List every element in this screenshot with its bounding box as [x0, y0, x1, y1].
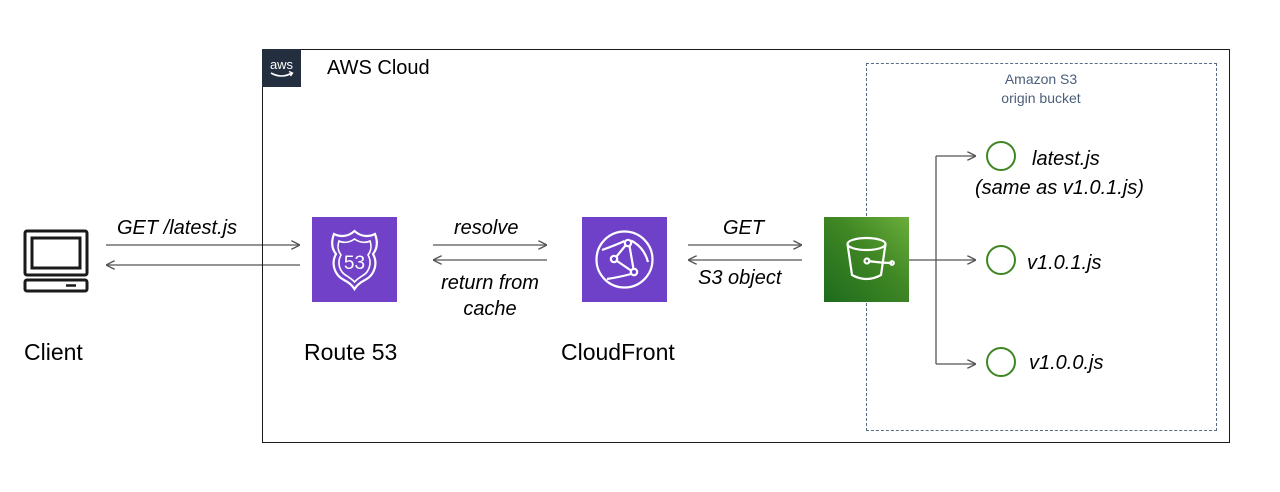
cloudfront-label: CloudFront: [561, 339, 675, 365]
route53-label: Route 53: [304, 339, 398, 365]
aws-cloud-title: AWS Cloud: [327, 57, 430, 79]
s3-group-title-line1: Amazon S3: [1004, 71, 1078, 87]
s3-group-title-line2: origin bucket: [1001, 90, 1081, 106]
edge-label-get: GET: [723, 217, 765, 239]
edge-label-get-latest: GET /latest.js: [117, 217, 238, 239]
edge-label-s3-object: S3 object: [698, 267, 782, 289]
object-note-latest: (same as v1.0.1.js): [975, 177, 1144, 199]
s3-object-icon: [986, 347, 1016, 377]
edge-label-return-line2: cache: [463, 298, 517, 320]
s3-group-title: Amazon S3 origin bucket: [966, 70, 1116, 108]
object-label-latest: latest.js: [1032, 148, 1100, 170]
cloudfront-globe-icon: [582, 217, 667, 302]
edge-label-return-line1: return from: [441, 272, 539, 294]
edge-label-resolve: resolve: [454, 217, 519, 239]
s3-bucket-icon: [824, 217, 909, 302]
aws-logo-icon: aws: [262, 49, 301, 87]
s3-object-icon: [986, 245, 1016, 275]
edge-label-return-from-cache: return from cache: [432, 270, 548, 322]
aws-cloud-group: [262, 49, 1230, 443]
object-label-v101: v1.0.1.js: [1027, 252, 1102, 274]
object-label-v100: v1.0.0.js: [1029, 352, 1104, 374]
svg-text:aws: aws: [270, 57, 294, 72]
route53-shield-icon: 53: [312, 217, 397, 302]
client-label: Client: [24, 339, 83, 365]
desktop-computer-icon: [22, 228, 90, 294]
s3-object-icon: [986, 141, 1016, 171]
svg-text:53: 53: [344, 253, 365, 274]
